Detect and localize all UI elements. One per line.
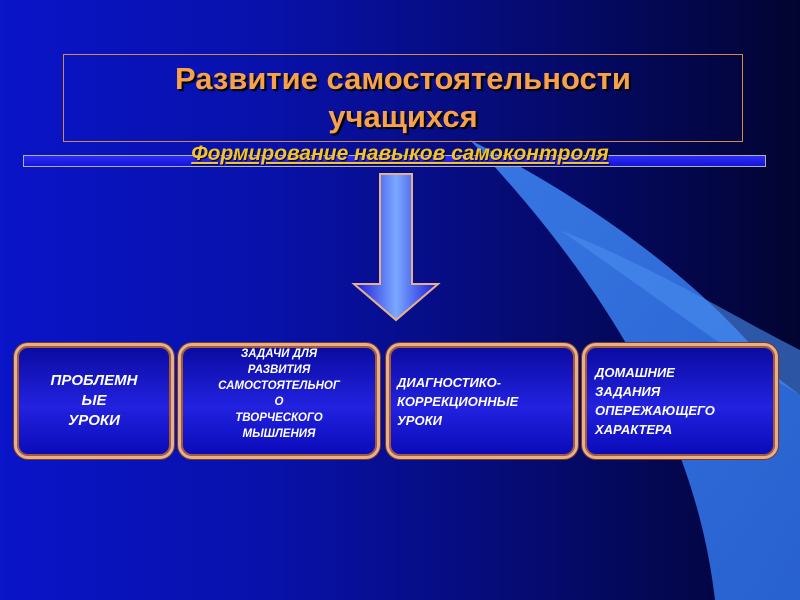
box2-line: О [274,396,284,408]
box4-line: ХАРАКТЕРА [595,422,673,437]
box1-line: УРОКИ [68,412,120,429]
box2-line: МЫШЛЕНИЯ [242,428,316,440]
box3-line: КОРРЕКЦИОННЫЕ [397,393,519,409]
title-box: Развитие самостоятельности учащихся [63,54,743,142]
box-diagnostic-lessons-text: ДИАГНОСТИКО- КОРРЕКЦИОННЫЕ УРОКИ [397,373,567,430]
box2-line: САМОСТОЯТЕЛЬНОГ [218,380,340,392]
subtitle-bar [23,155,766,167]
box4-line: ЗАДАНИЯ [595,384,661,399]
box3-line: ДИАГНОСТИКО- [397,374,502,390]
title-line-2: учащихся [328,99,478,134]
box-problem-lessons: ПРОБЛЕМН ЫЕ УРОКИ [14,343,174,459]
page-title: Развитие самостоятельности учащихся [175,60,631,136]
box2-line: ЗАДАЧИ ДЛЯ [240,348,318,360]
box1-line: ЫЕ [81,392,107,409]
box4-line: ДОМАШНИЕ [595,365,675,380]
box-problem-lessons-text: ПРОБЛЕМН ЫЕ УРОКИ [51,371,138,431]
title-line-1: Развитие самостоятельности [175,61,631,96]
box-tasks: ЗАДАЧИ ДЛЯ РАЗВИТИЯ САМОСТОЯТЕЛЬНОГ О ТВ… [178,343,380,459]
box1-line: ПРОБЛЕМН [50,372,138,389]
box2-line: ТВОРЧЕСКОГО [235,412,323,424]
box2-line: РАЗВИТИЯ [247,364,311,376]
box-tasks-text: ЗАДАЧИ ДЛЯ РАЗВИТИЯ САМОСТОЯТЕЛЬНОГ О ТВ… [218,346,340,442]
box-diagnostic-lessons: ДИАГНОСТИКО- КОРРЕКЦИОННЫЕ УРОКИ [386,343,578,459]
box3-line: УРОКИ [397,412,442,428]
box-homework-text: ДОМАШНИЕ ЗАДАНИЯ ОПЕРЕЖАЮЩЕГО ХАРАКТЕРА [595,363,765,439]
box-homework: ДОМАШНИЕ ЗАДАНИЯ ОПЕРЕЖАЮЩЕГО ХАРАКТЕРА [582,343,778,459]
subtitle: Формирование навыков самоконтроля [191,142,609,165]
box4-line: ОПЕРЕЖАЮЩЕГО [595,403,715,418]
down-arrow-icon [351,173,441,322]
